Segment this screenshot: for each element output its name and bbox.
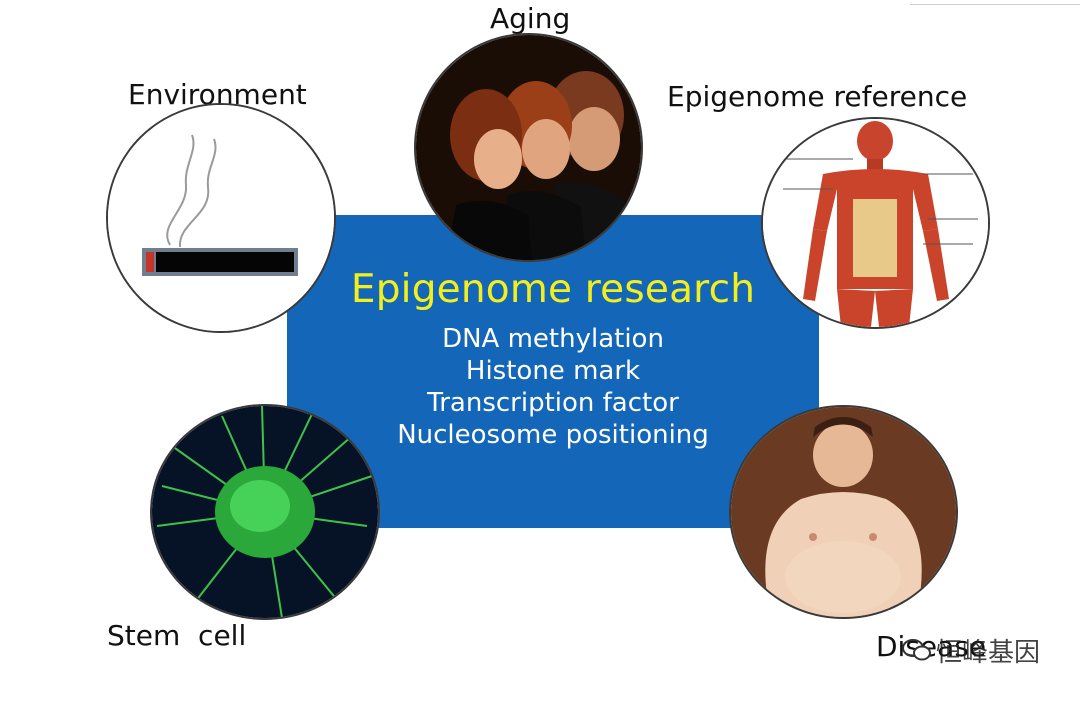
anatomy-icon xyxy=(763,119,988,327)
top-right-divider xyxy=(910,0,1080,5)
disease-image xyxy=(729,405,958,619)
center-title: Epigenome research xyxy=(350,267,756,312)
topic-item: DNA methylation xyxy=(442,324,664,354)
cigarette-icon xyxy=(108,105,334,331)
wechat-icon xyxy=(902,639,931,661)
watermark-text: 恒峰基因 xyxy=(936,638,1041,668)
stem-cell-label: Stem cell xyxy=(107,619,247,652)
aging-image xyxy=(414,33,643,262)
epigenome-reference-image xyxy=(761,117,990,329)
topic-item: Transcription factor xyxy=(427,388,679,418)
topic-item: Histone mark xyxy=(465,356,641,386)
environment-image xyxy=(106,103,336,333)
topic-list: DNA methylation Histone mark Transcripti… xyxy=(287,323,819,451)
obese-person-icon xyxy=(731,407,956,617)
stem-cell-icon xyxy=(152,406,378,618)
three-women-icon xyxy=(416,35,641,260)
center-box: Epigenome research DNA methylation Histo… xyxy=(287,215,819,528)
epigenome-reference-label: Epigenome reference xyxy=(667,80,968,113)
aging-label: Aging xyxy=(490,2,571,35)
topic-item: Nucleosome positioning xyxy=(397,420,709,450)
stem-cell-image xyxy=(150,404,380,620)
disease-label: Disease xyxy=(876,630,987,663)
